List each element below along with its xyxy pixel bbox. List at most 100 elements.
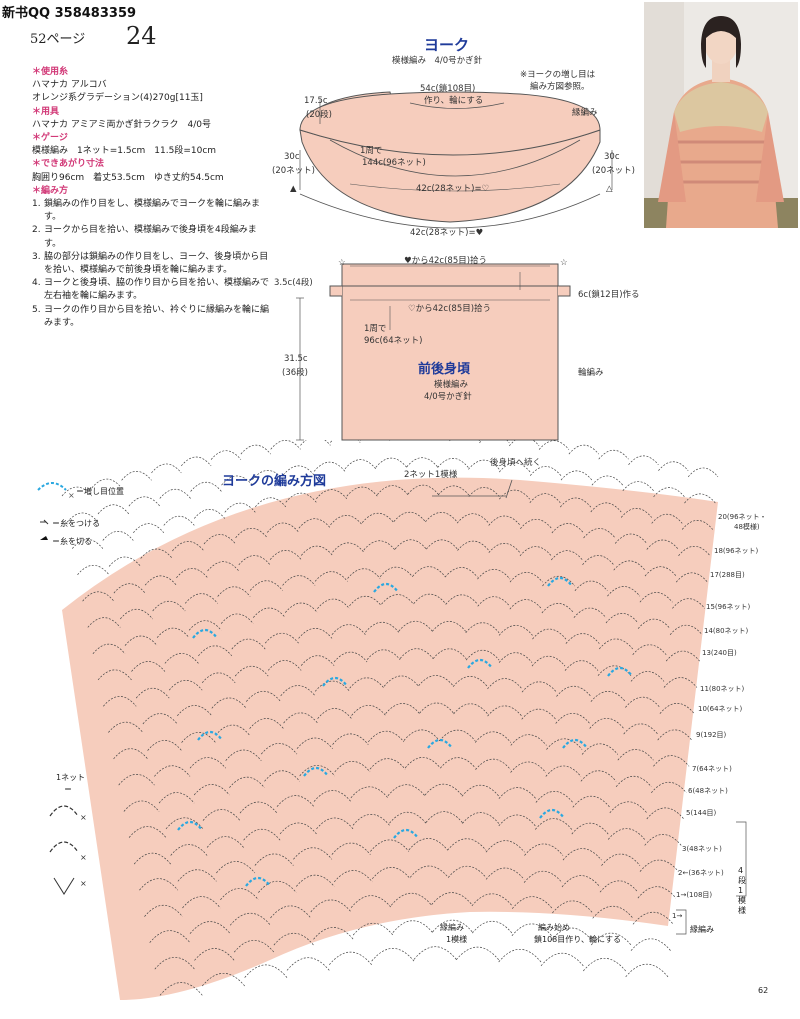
step-2: 2.ヨークから目を拾い、模様編みで後身頃を4段編みます。 xyxy=(32,225,257,249)
chart-increase-marks xyxy=(177,576,633,887)
yarn-name: ハマナカ アルコバ xyxy=(32,80,107,91)
yoke-height: 17.5c xyxy=(304,96,328,106)
yoke-left-val: 30c xyxy=(284,152,300,162)
stitch-row xyxy=(61,440,719,497)
net-label: 1ネット xyxy=(56,773,86,782)
yoke-round-2: 144c(96ネット) xyxy=(362,158,426,168)
stitch-row xyxy=(77,511,711,576)
yoke-subtitle: 模様編み 4/0号かぎ針 xyxy=(392,56,483,66)
stitch-row xyxy=(128,783,685,838)
footer-page-number: 62 xyxy=(758,986,769,995)
body-subtitle-2: 4/0号かぎ針 xyxy=(424,392,472,402)
body-top-height: 3.5c(4段) xyxy=(274,278,313,288)
row-label-13: 13(240目) xyxy=(702,649,737,657)
increase-mark xyxy=(427,738,453,749)
model-photo xyxy=(644,2,798,228)
tools-text: ハマナカ アミアミ両かぎ針ラクラク 4/0号 xyxy=(32,119,211,130)
increase-mark xyxy=(303,766,329,777)
stitch-row xyxy=(118,729,690,786)
row-label-18: 18(96ネット) xyxy=(714,547,759,555)
chart-repeat: 2ネット1模様 xyxy=(404,470,458,480)
edge-label-2: 1模様 xyxy=(446,935,468,944)
yoke-note-2: 編み方図参照。 xyxy=(530,82,590,92)
row-label-3: 3(48ネット) xyxy=(682,845,722,853)
row-label-2: 2←(36ネット) xyxy=(678,869,724,877)
increase-mark xyxy=(467,658,493,669)
page-label: 52ページ xyxy=(30,32,86,47)
stitch-row xyxy=(133,811,682,865)
increase-mark xyxy=(322,676,348,687)
yoke-height-rows: (20段) xyxy=(306,110,332,120)
bracket-label: 4段1模様 xyxy=(738,866,746,915)
legend-cut: ＝糸を切る xyxy=(52,537,92,546)
yoke-round-1: 1周で xyxy=(360,146,383,156)
net-eq: ＝ xyxy=(64,785,72,794)
size-text: 胸囲り96cm 着丈53.5cm ゆき丈約54.5cm xyxy=(32,172,224,183)
yoke-note-1: ※ヨークの増し目は xyxy=(520,70,596,80)
yoke-stitch-chart xyxy=(61,440,747,1000)
step-1: 1.鎖編みの作り目をし、模様編みでヨークを輪に編みます。 xyxy=(32,199,261,223)
edge-right: 縁編み xyxy=(690,925,714,934)
row-label-10: 10(64ネット) xyxy=(698,705,743,713)
svg-text:×: × xyxy=(80,853,87,862)
row-label-14: 14(80ネット) xyxy=(704,627,749,635)
pattern-number: 24 xyxy=(126,22,157,50)
row-label-edge-1: 1→ xyxy=(672,912,683,920)
row-label-6: 6(48ネット) xyxy=(688,787,728,795)
body-top-pick: ♥から42c(85目)拾う xyxy=(404,256,488,266)
step-4: 4.ヨークと後身頃、脇の作り目から目を拾い、模様編みで左右袖を輪に編みます。 xyxy=(32,278,270,302)
increase-mark xyxy=(245,876,271,887)
svg-text:×: × xyxy=(80,813,87,822)
stitch-row xyxy=(92,593,703,655)
tools-heading: ＊用具 xyxy=(32,106,60,117)
yoke-mark-left: ▲ xyxy=(290,184,297,194)
step-5: 5.ヨークの作り目から目を拾い、衿ぐりに縁編みを輪に編みます。 xyxy=(32,304,270,328)
yoke-right-net: (20ネット) xyxy=(592,166,635,176)
stitch-row xyxy=(159,946,669,996)
yoke-title: ヨーク xyxy=(424,36,470,54)
yoke-outer-width: 42c(28ネット)=♥ xyxy=(410,228,484,238)
row-label-11: 11(80ネット) xyxy=(700,685,745,693)
yoke-schematic xyxy=(296,91,613,441)
edge-label-1: 縁編み xyxy=(440,923,464,932)
cut-yarn-icon xyxy=(40,536,48,540)
attach-yarn-icon xyxy=(40,519,49,525)
body-round-2: 96c(64ネット) xyxy=(364,336,423,346)
body-star-left: ☆ xyxy=(338,258,346,268)
chart-fabric xyxy=(62,477,718,1000)
header-title: 新书QQ 358483359 xyxy=(2,6,137,21)
yoke-mark-right: △ xyxy=(606,184,613,194)
yoke-edge: 縁編み xyxy=(572,108,598,118)
net-symbol: × × × xyxy=(49,805,87,895)
increase-mark xyxy=(192,628,218,639)
stitch-row xyxy=(123,757,687,812)
body-title: 前後身頃 xyxy=(418,362,471,377)
body-round-1: 1周で xyxy=(364,324,387,334)
increase-mark xyxy=(607,666,633,677)
yoke-inner-width: 42c(28ネット)=♡ xyxy=(416,184,490,194)
row-label-9: 9(192目) xyxy=(696,731,727,739)
start-label-2: 鎖108目作り、輪にする xyxy=(534,935,622,944)
row-label-7: 7(64ネット) xyxy=(692,765,732,773)
body-height: 31.5c xyxy=(284,354,308,364)
yoke-neck-2: 作り、輪にする xyxy=(424,96,484,106)
chart-title: ヨークの編み方図 xyxy=(222,474,327,489)
legend-increase: ＝増し目位置 xyxy=(76,487,124,496)
chart-continue: 後身頃へ続く xyxy=(490,458,542,468)
body-side-chain: 6c(鎖12目)作る xyxy=(578,290,640,300)
row-label-15: 15(96ネット) xyxy=(706,603,751,611)
chart-stitch-rows xyxy=(61,440,719,996)
materials-block: ＊使用糸 ハマナカ アルコバ オレンジ系グラデーション(4)270g[11玉] … xyxy=(32,66,272,330)
increase-mark xyxy=(547,576,573,587)
row-label-20b: 48模様) xyxy=(734,523,760,531)
gauge-heading: ＊ゲージ xyxy=(32,133,68,144)
row-label-5: 5(144目) xyxy=(686,809,717,817)
increase-mark xyxy=(197,730,223,741)
row-label-1: 1→(108目) xyxy=(676,891,713,899)
yarn-heading: ＊使用糸 xyxy=(32,67,69,77)
start-label-1: 編み始め xyxy=(538,923,570,932)
method-heading: ＊編み方 xyxy=(32,185,69,196)
yoke-left-net: (20ネット) xyxy=(272,166,315,176)
body-edge: 輪編み xyxy=(578,368,604,378)
stitch-row xyxy=(144,865,677,917)
